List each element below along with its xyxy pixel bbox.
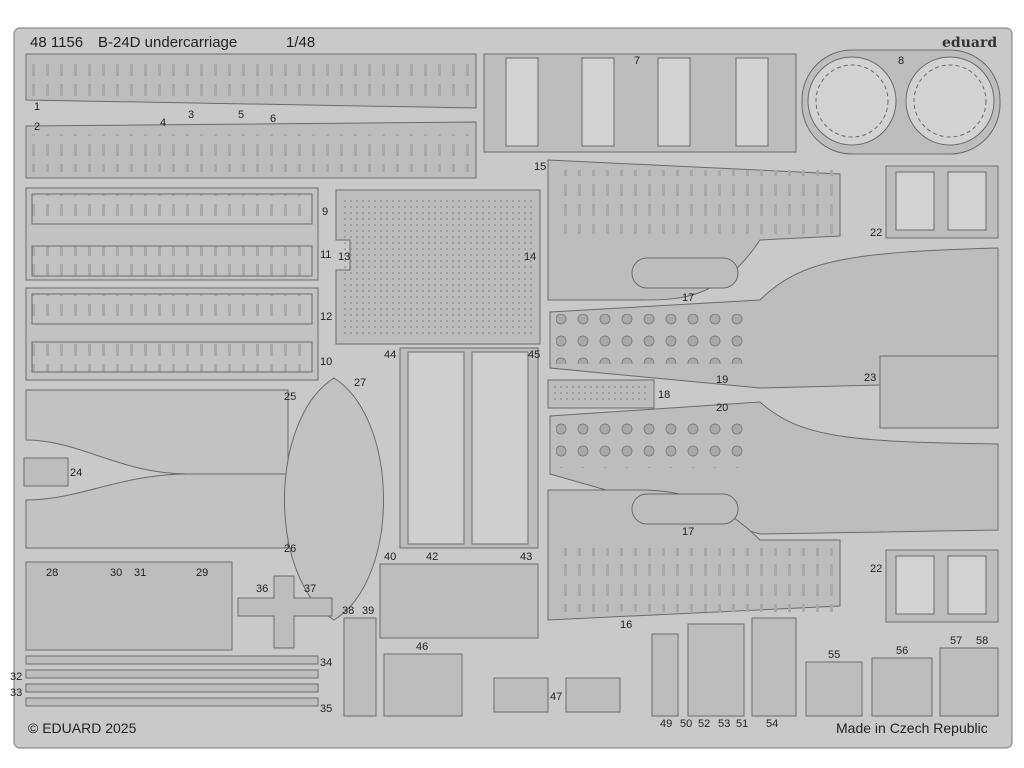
part-label: 33 xyxy=(10,687,22,699)
part-label: 45 xyxy=(528,349,540,361)
part-label: 26 xyxy=(284,543,296,555)
part-labels: 1 2 3 4 5 6 7 8 9 10 11 12 13 14 15 16 1… xyxy=(10,55,988,730)
part-label: 9 xyxy=(322,206,328,218)
part-label: 17 xyxy=(682,526,694,538)
part-label: 35 xyxy=(320,703,332,715)
part-label: 49 xyxy=(660,718,672,730)
part-label: 36 xyxy=(256,583,268,595)
part-label: 57 xyxy=(950,635,962,647)
parts-40-43 xyxy=(379,563,539,639)
part-label: 22 xyxy=(870,563,882,575)
parts-15-20-wings xyxy=(547,159,999,621)
part-label: 29 xyxy=(196,567,208,579)
part-label: 6 xyxy=(270,113,276,125)
part-label: 23 xyxy=(864,372,876,384)
part-label: 2 xyxy=(34,121,40,133)
part-label: 5 xyxy=(238,109,244,121)
parts-44-45 xyxy=(399,347,539,549)
part-label: 50 xyxy=(680,718,692,730)
part-label: 27 xyxy=(354,377,366,389)
brand-logo: eduard xyxy=(942,35,997,51)
parts-28-31 xyxy=(25,561,233,651)
parts-22-23 xyxy=(879,165,999,623)
part-label: 55 xyxy=(828,649,840,661)
part-8 xyxy=(801,49,1001,155)
part-label: 56 xyxy=(896,645,908,657)
part-label: 19 xyxy=(716,374,728,386)
part-label: 47 xyxy=(550,691,562,703)
part-label: 52 xyxy=(698,718,710,730)
origin-text: Made in Czech Republic xyxy=(836,720,988,736)
part-label: 10 xyxy=(320,356,332,368)
part-label: 25 xyxy=(284,391,296,403)
part-label: 30 xyxy=(110,567,122,579)
parts-36-37 xyxy=(237,575,333,649)
part-label: 53 xyxy=(718,718,730,730)
part-label: 31 xyxy=(134,567,146,579)
parts-25-26 xyxy=(25,389,289,549)
part-27 xyxy=(284,377,384,621)
part-label: 4 xyxy=(160,117,166,129)
parts-38-47 xyxy=(343,617,621,717)
part-label: 15 xyxy=(534,161,546,173)
part-label: 20 xyxy=(716,402,728,414)
part-label: 40 xyxy=(384,551,396,563)
sheet-title: B-24D undercarriage xyxy=(98,34,237,51)
copyright-text: © EDUARD 2025 xyxy=(28,720,137,736)
part-18 xyxy=(547,379,655,409)
part-label: 46 xyxy=(416,641,428,653)
part-label: 43 xyxy=(520,551,532,563)
sheet-scale: 1/48 xyxy=(286,34,315,51)
part-7 xyxy=(483,53,797,153)
part-label: 28 xyxy=(46,567,58,579)
part-label: 39 xyxy=(362,605,374,617)
parts-32-35-rods xyxy=(25,655,319,707)
part-label: 42 xyxy=(426,551,438,563)
part-label: 34 xyxy=(320,657,332,669)
part-label: 44 xyxy=(384,349,396,361)
parts-1-6-strips xyxy=(25,53,477,179)
part-label: 58 xyxy=(976,635,988,647)
part-label: 8 xyxy=(898,55,904,67)
sheet-code: 48 1156 xyxy=(30,34,83,51)
part-label: 17 xyxy=(682,292,694,304)
part-label: 13 xyxy=(338,251,350,263)
part-label: 18 xyxy=(658,389,670,401)
part-label: 51 xyxy=(736,718,748,730)
part-label: 37 xyxy=(304,583,316,595)
parts-13-14 xyxy=(335,189,541,345)
part-label: 3 xyxy=(188,109,194,121)
parts-9-12 xyxy=(25,187,319,381)
part-label: 12 xyxy=(320,311,332,323)
part-label: 1 xyxy=(34,101,40,113)
part-label: 22 xyxy=(870,227,882,239)
parts-17 xyxy=(631,257,739,525)
part-label: 11 xyxy=(320,249,331,261)
part-label: 38 xyxy=(342,605,354,617)
parts-49-58 xyxy=(651,617,999,717)
part-label: 14 xyxy=(524,251,536,263)
part-label: 24 xyxy=(70,467,82,479)
part-24 xyxy=(23,457,69,487)
part-label: 54 xyxy=(766,718,778,730)
part-label: 7 xyxy=(634,55,640,67)
part-label: 32 xyxy=(10,671,22,683)
part-label: 16 xyxy=(620,619,632,631)
